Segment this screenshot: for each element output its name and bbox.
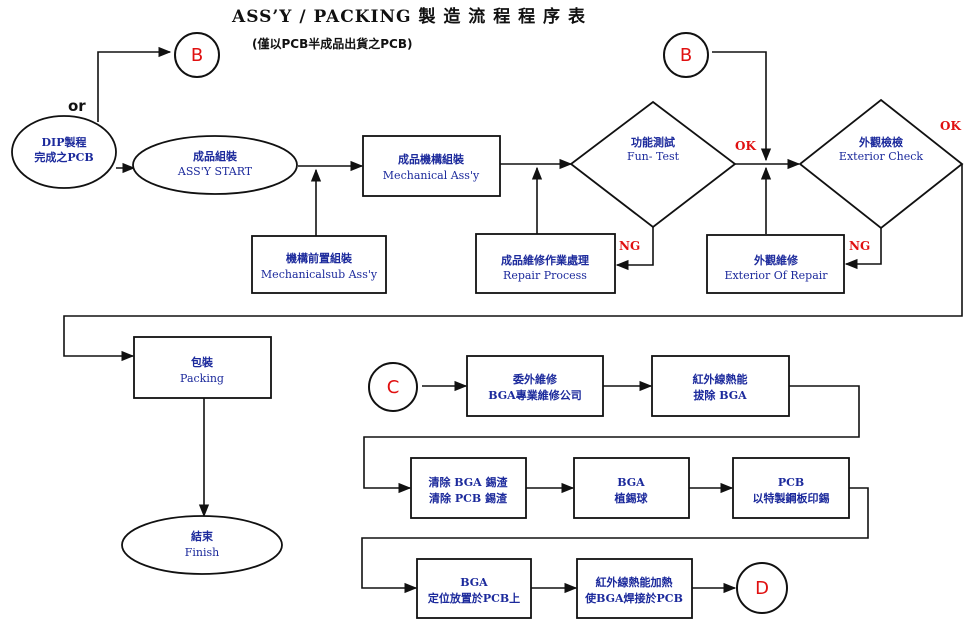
svg-text:PCB: PCB <box>778 476 804 489</box>
connector-b-left: B <box>174 32 220 78</box>
connector-b-right: B <box>663 32 709 78</box>
svg-text:C: C <box>387 377 400 398</box>
svg-text:BGA: BGA <box>460 576 488 589</box>
svg-text:拔除 BGA: 拔除 BGA <box>693 388 747 402</box>
svg-text:紅外線熱能加熱: 紅外線熱能加熱 <box>596 575 673 589</box>
ng-label-func: NG <box>619 239 640 253</box>
svg-text:機構前置組裝: 機構前置組裝 <box>286 251 353 265</box>
svg-text:Finish: Finish <box>185 546 219 559</box>
node-fun-test: 功能測試 Fun- Test <box>569 100 737 229</box>
node-packing: 包裝 Packing <box>133 336 272 399</box>
svg-text:結束: 結束 <box>191 529 214 543</box>
svg-text:植錫球: 植錫球 <box>614 491 649 505</box>
node-mechanical-assy: 成品機構組裝 Mechanical Ass'y <box>362 135 501 197</box>
node-repair-process: 成品維修作業處理 Repair Process <box>475 233 616 294</box>
svg-text:外觀檢檢: 外觀檢檢 <box>858 135 903 149</box>
edge-dip-to-b <box>97 46 172 122</box>
svg-text:Mechanicalsub Ass'y: Mechanicalsub Ass'y <box>261 268 378 281</box>
edge-ext-ok-to-packing <box>63 164 963 362</box>
edge-b-to-line <box>712 51 772 162</box>
svg-text:BGA: BGA <box>617 476 645 489</box>
svg-text:功能測試: 功能測試 <box>631 135 675 149</box>
svg-text:Packing: Packing <box>180 372 224 385</box>
svg-text:成品機構組裝: 成品機構組裝 <box>398 152 465 166</box>
node-pcb-stencil-print: PCB 以特製鋼板印錫 <box>732 457 850 519</box>
svg-text:ASS'Y START: ASS'Y START <box>177 165 253 178</box>
node-bga-balling: BGA 植錫球 <box>573 457 690 519</box>
svg-text:以特製鋼板印錫: 以特製鋼板印錫 <box>753 491 830 505</box>
connector-d: D <box>736 562 788 614</box>
svg-text:委外維修: 委外維修 <box>512 372 558 386</box>
page-subtitle: (僅以PCB半成品出貨之PCB) <box>252 36 412 51</box>
svg-text:Repair Process: Repair Process <box>503 269 587 282</box>
edge-ext-ng <box>844 228 882 270</box>
svg-text:紅外線熱能: 紅外線熱能 <box>693 372 748 386</box>
ng-label-ext: NG <box>849 239 870 253</box>
svg-text:Fun- Test: Fun- Test <box>627 150 680 163</box>
svg-text:使BGA焊接於PCB: 使BGA焊接於PCB <box>584 591 683 605</box>
svg-text:Exterior Check: Exterior Check <box>839 150 923 163</box>
edges <box>63 46 963 594</box>
svg-text:D: D <box>755 578 769 599</box>
node-ir-reflow: 紅外線熱能加熱 使BGA焊接於PCB <box>576 558 693 619</box>
edge-print-to-place <box>361 487 869 594</box>
svg-text:Mechanical Ass'y: Mechanical Ass'y <box>383 169 480 182</box>
node-clean-solder: 清除 BGA 錫渣 清除 PCB 錫渣 <box>410 457 527 519</box>
ok-label-func: OK <box>735 139 756 153</box>
svg-text:BGA專業維修公司: BGA專業維修公司 <box>488 388 581 402</box>
svg-text:B: B <box>191 45 203 66</box>
edge-func-ng <box>615 227 654 271</box>
svg-text:清除 PCB 錫渣: 清除 PCB 錫渣 <box>429 491 508 505</box>
node-outsource-repair: 委外維修 BGA專業維修公司 <box>466 355 604 417</box>
svg-text:成品維修作業處理: 成品維修作業處理 <box>501 253 589 267</box>
svg-text:包裝: 包裝 <box>190 355 214 369</box>
node-bga-placement: BGA 定位放置於PCB上 <box>416 558 532 619</box>
svg-text:B: B <box>680 45 692 66</box>
edge-ir-to-clean <box>363 385 860 494</box>
svg-text:DIP製程: DIP製程 <box>42 135 87 149</box>
or-label: or <box>68 97 86 115</box>
svg-text:Exterior Of Repair: Exterior Of Repair <box>724 269 828 282</box>
svg-text:外觀維修: 外觀維修 <box>753 253 799 267</box>
svg-text:清除 BGA 錫渣: 清除 BGA 錫渣 <box>428 475 508 489</box>
svg-text:完成之PCB: 完成之PCB <box>34 150 93 164</box>
connector-c: C <box>368 362 418 412</box>
node-mechanicalsub-assy: 機構前置組裝 Mechanicalsub Ass'y <box>251 235 387 294</box>
node-dip: DIP製程 完成之PCB <box>11 115 117 189</box>
svg-text:成品組裝: 成品組裝 <box>193 149 238 163</box>
node-exterior-check: 外觀檢檢 Exterior Check <box>798 98 964 230</box>
node-assy-start: 成品組裝 ASS'Y START <box>132 135 298 195</box>
node-ir-remove-bga: 紅外線熱能 拔除 BGA <box>651 355 790 417</box>
ok-label-ext: OK <box>940 119 961 133</box>
svg-text:定位放置於PCB上: 定位放置於PCB上 <box>428 591 520 605</box>
node-exterior-repair: 外觀維修 Exterior Of Repair <box>706 234 845 294</box>
page-title: ASS’Y / PACKING 製 造 流 程 程 序 表 <box>231 6 586 27</box>
node-finish: 結束 Finish <box>121 515 283 575</box>
